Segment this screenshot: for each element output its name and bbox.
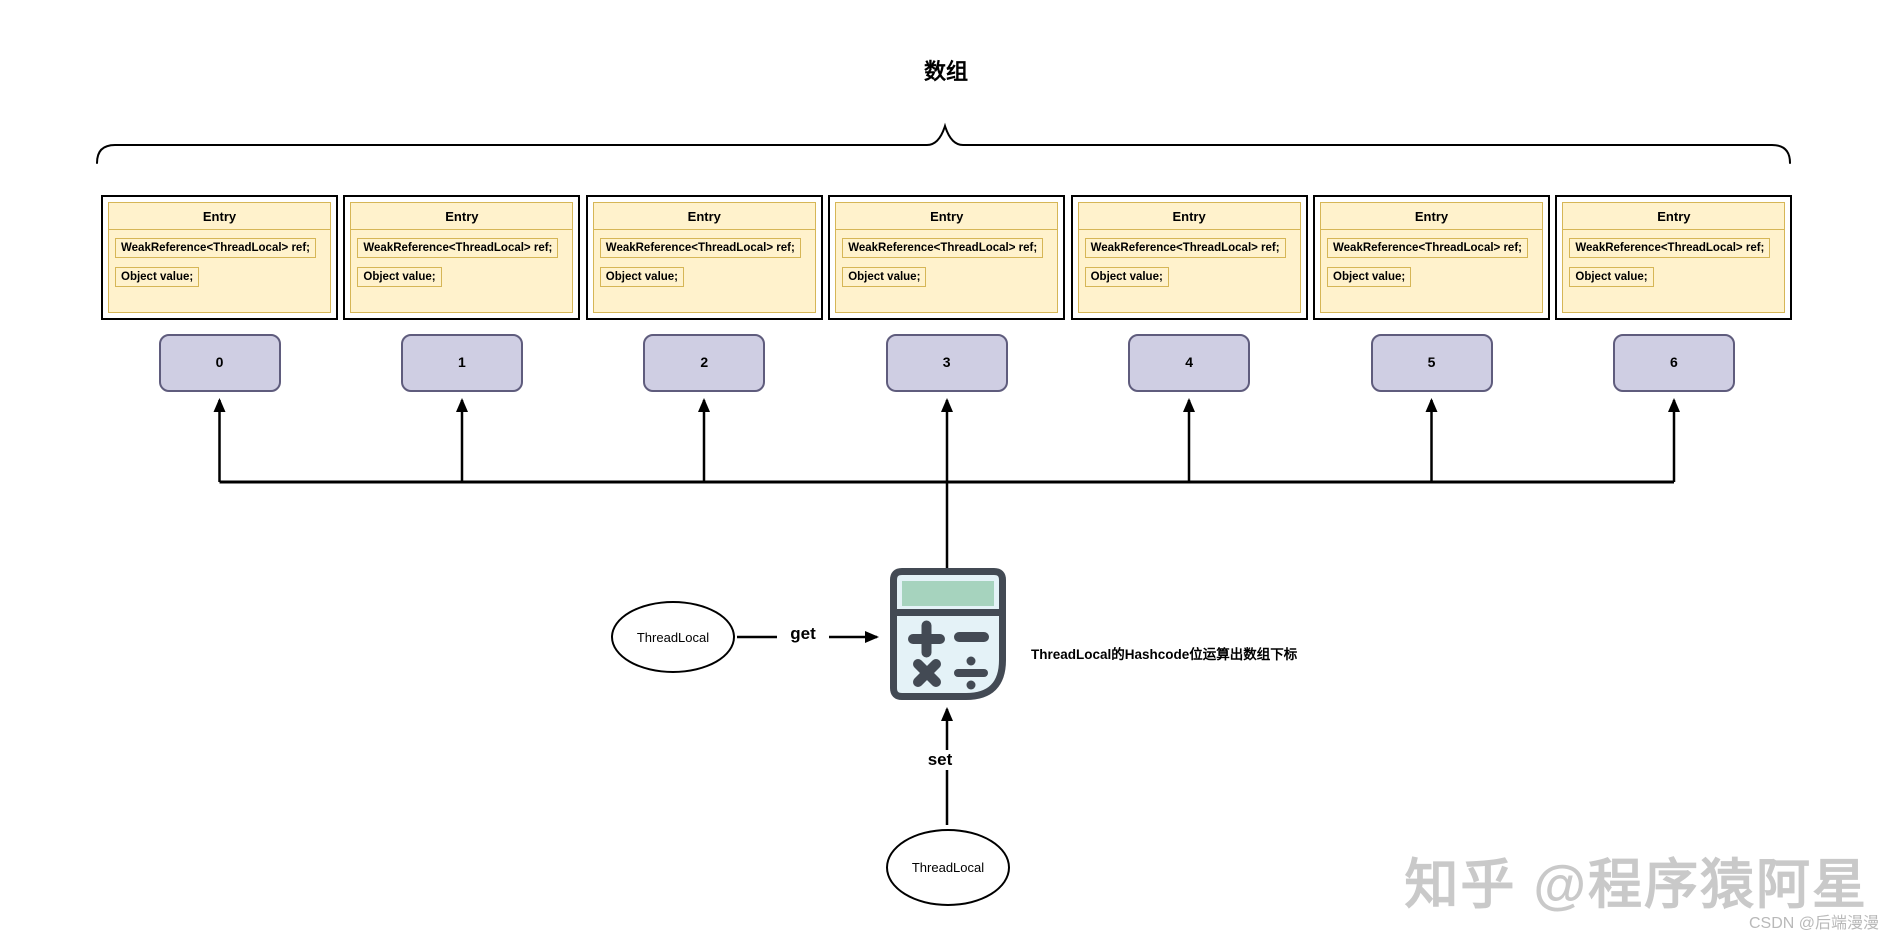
entry-body: WeakReference<ThreadLocal> ref; Object v…	[1563, 230, 1784, 287]
threadlocal-set-node: ThreadLocal	[886, 829, 1010, 906]
entry-title: Entry	[836, 203, 1058, 230]
entry-body: WeakReference<ThreadLocal> ref; Object v…	[1079, 230, 1300, 287]
entry-body: WeakReference<ThreadLocal> ref; Object v…	[351, 230, 572, 287]
entry-title: Entry	[1563, 203, 1785, 230]
entry-body: WeakReference<ThreadLocal> ref; Object v…	[836, 230, 1057, 287]
entry-box: Entry WeakReference<ThreadLocal> ref; Ob…	[1320, 202, 1543, 313]
array-cell: Entry WeakReference<ThreadLocal> ref; Ob…	[1070, 195, 1308, 320]
entry-field-ref: WeakReference<ThreadLocal> ref;	[599, 238, 801, 258]
entry-field-ref: WeakReference<ThreadLocal> ref;	[1327, 238, 1528, 258]
entry-field-value: Object value;	[1084, 267, 1169, 287]
entry-field-ref: WeakReference<ThreadLocal> ref;	[1569, 238, 1771, 258]
entry-body: WeakReference<ThreadLocal> ref; Object v…	[109, 230, 330, 287]
entry-field-value: Object value;	[1327, 267, 1412, 287]
zhihu-watermark: 知乎 @程序猿阿星	[1404, 855, 1868, 915]
entry-field-value: Object value;	[115, 267, 200, 287]
entry-field-value: Object value;	[842, 267, 927, 287]
entry-title: Entry	[593, 203, 815, 230]
entry-box: Entry WeakReference<ThreadLocal> ref; Ob…	[592, 202, 816, 313]
array-cell: Entry WeakReference<ThreadLocal> ref; Ob…	[828, 195, 1066, 320]
threadlocal-set-label: ThreadLocal	[911, 860, 985, 875]
index-box: 0	[158, 334, 281, 392]
entry-field-value: Object value;	[599, 267, 685, 287]
index-box: 4	[1128, 334, 1251, 392]
index-box: 6	[1612, 334, 1735, 392]
entry-title: Entry	[109, 203, 330, 230]
entry-field-ref: WeakReference<ThreadLocal> ref;	[1084, 238, 1286, 258]
hashcode-note: ThreadLocal的Hashcode位运算出数组下标	[1031, 647, 1298, 662]
entry-field-ref: WeakReference<ThreadLocal> ref;	[357, 238, 559, 258]
calculator-icon	[890, 568, 1006, 700]
entry-box: Entry WeakReference<ThreadLocal> ref; Ob…	[1562, 202, 1786, 313]
entry-box: Entry WeakReference<ThreadLocal> ref; Ob…	[835, 202, 1059, 313]
get-edge-label: get	[777, 624, 829, 644]
entry-box: Entry WeakReference<ThreadLocal> ref; Ob…	[108, 202, 331, 313]
index-box: 1	[400, 334, 523, 392]
array-cell: Entry WeakReference<ThreadLocal> ref; Ob…	[101, 195, 338, 320]
array-cell: Entry WeakReference<ThreadLocal> ref; Ob…	[343, 195, 581, 320]
entry-box: Entry WeakReference<ThreadLocal> ref; Ob…	[1077, 202, 1301, 313]
entry-body: WeakReference<ThreadLocal> ref; Object v…	[1321, 230, 1542, 287]
index-box: 3	[885, 334, 1008, 392]
array-brace-icon	[96, 122, 1791, 164]
csdn-watermark: CSDN @后端漫漫	[1748, 915, 1879, 932]
entry-field-value: Object value;	[357, 267, 442, 287]
entry-title: Entry	[351, 203, 573, 230]
array-cell: Entry WeakReference<ThreadLocal> ref; Ob…	[1313, 195, 1550, 320]
index-box: 2	[643, 334, 766, 392]
entry-box: Entry WeakReference<ThreadLocal> ref; Ob…	[350, 202, 574, 313]
entry-field-ref: WeakReference<ThreadLocal> ref;	[842, 238, 1044, 258]
set-edge-label: set	[915, 750, 965, 770]
entry-title: Entry	[1321, 203, 1542, 230]
entry-title: Entry	[1078, 203, 1300, 230]
entry-body: WeakReference<ThreadLocal> ref; Object v…	[594, 230, 815, 287]
threadlocal-get-label: ThreadLocal	[636, 629, 710, 645]
array-title: 数组	[923, 59, 968, 84]
entry-field-value: Object value;	[1569, 267, 1654, 287]
entry-field-ref: WeakReference<ThreadLocal> ref;	[115, 238, 316, 258]
array-cell: Entry WeakReference<ThreadLocal> ref; Ob…	[585, 195, 823, 320]
threadlocal-get-node: ThreadLocal	[611, 601, 735, 673]
array-cell: Entry WeakReference<ThreadLocal> ref; Ob…	[1555, 195, 1793, 320]
index-box: 5	[1370, 334, 1493, 392]
